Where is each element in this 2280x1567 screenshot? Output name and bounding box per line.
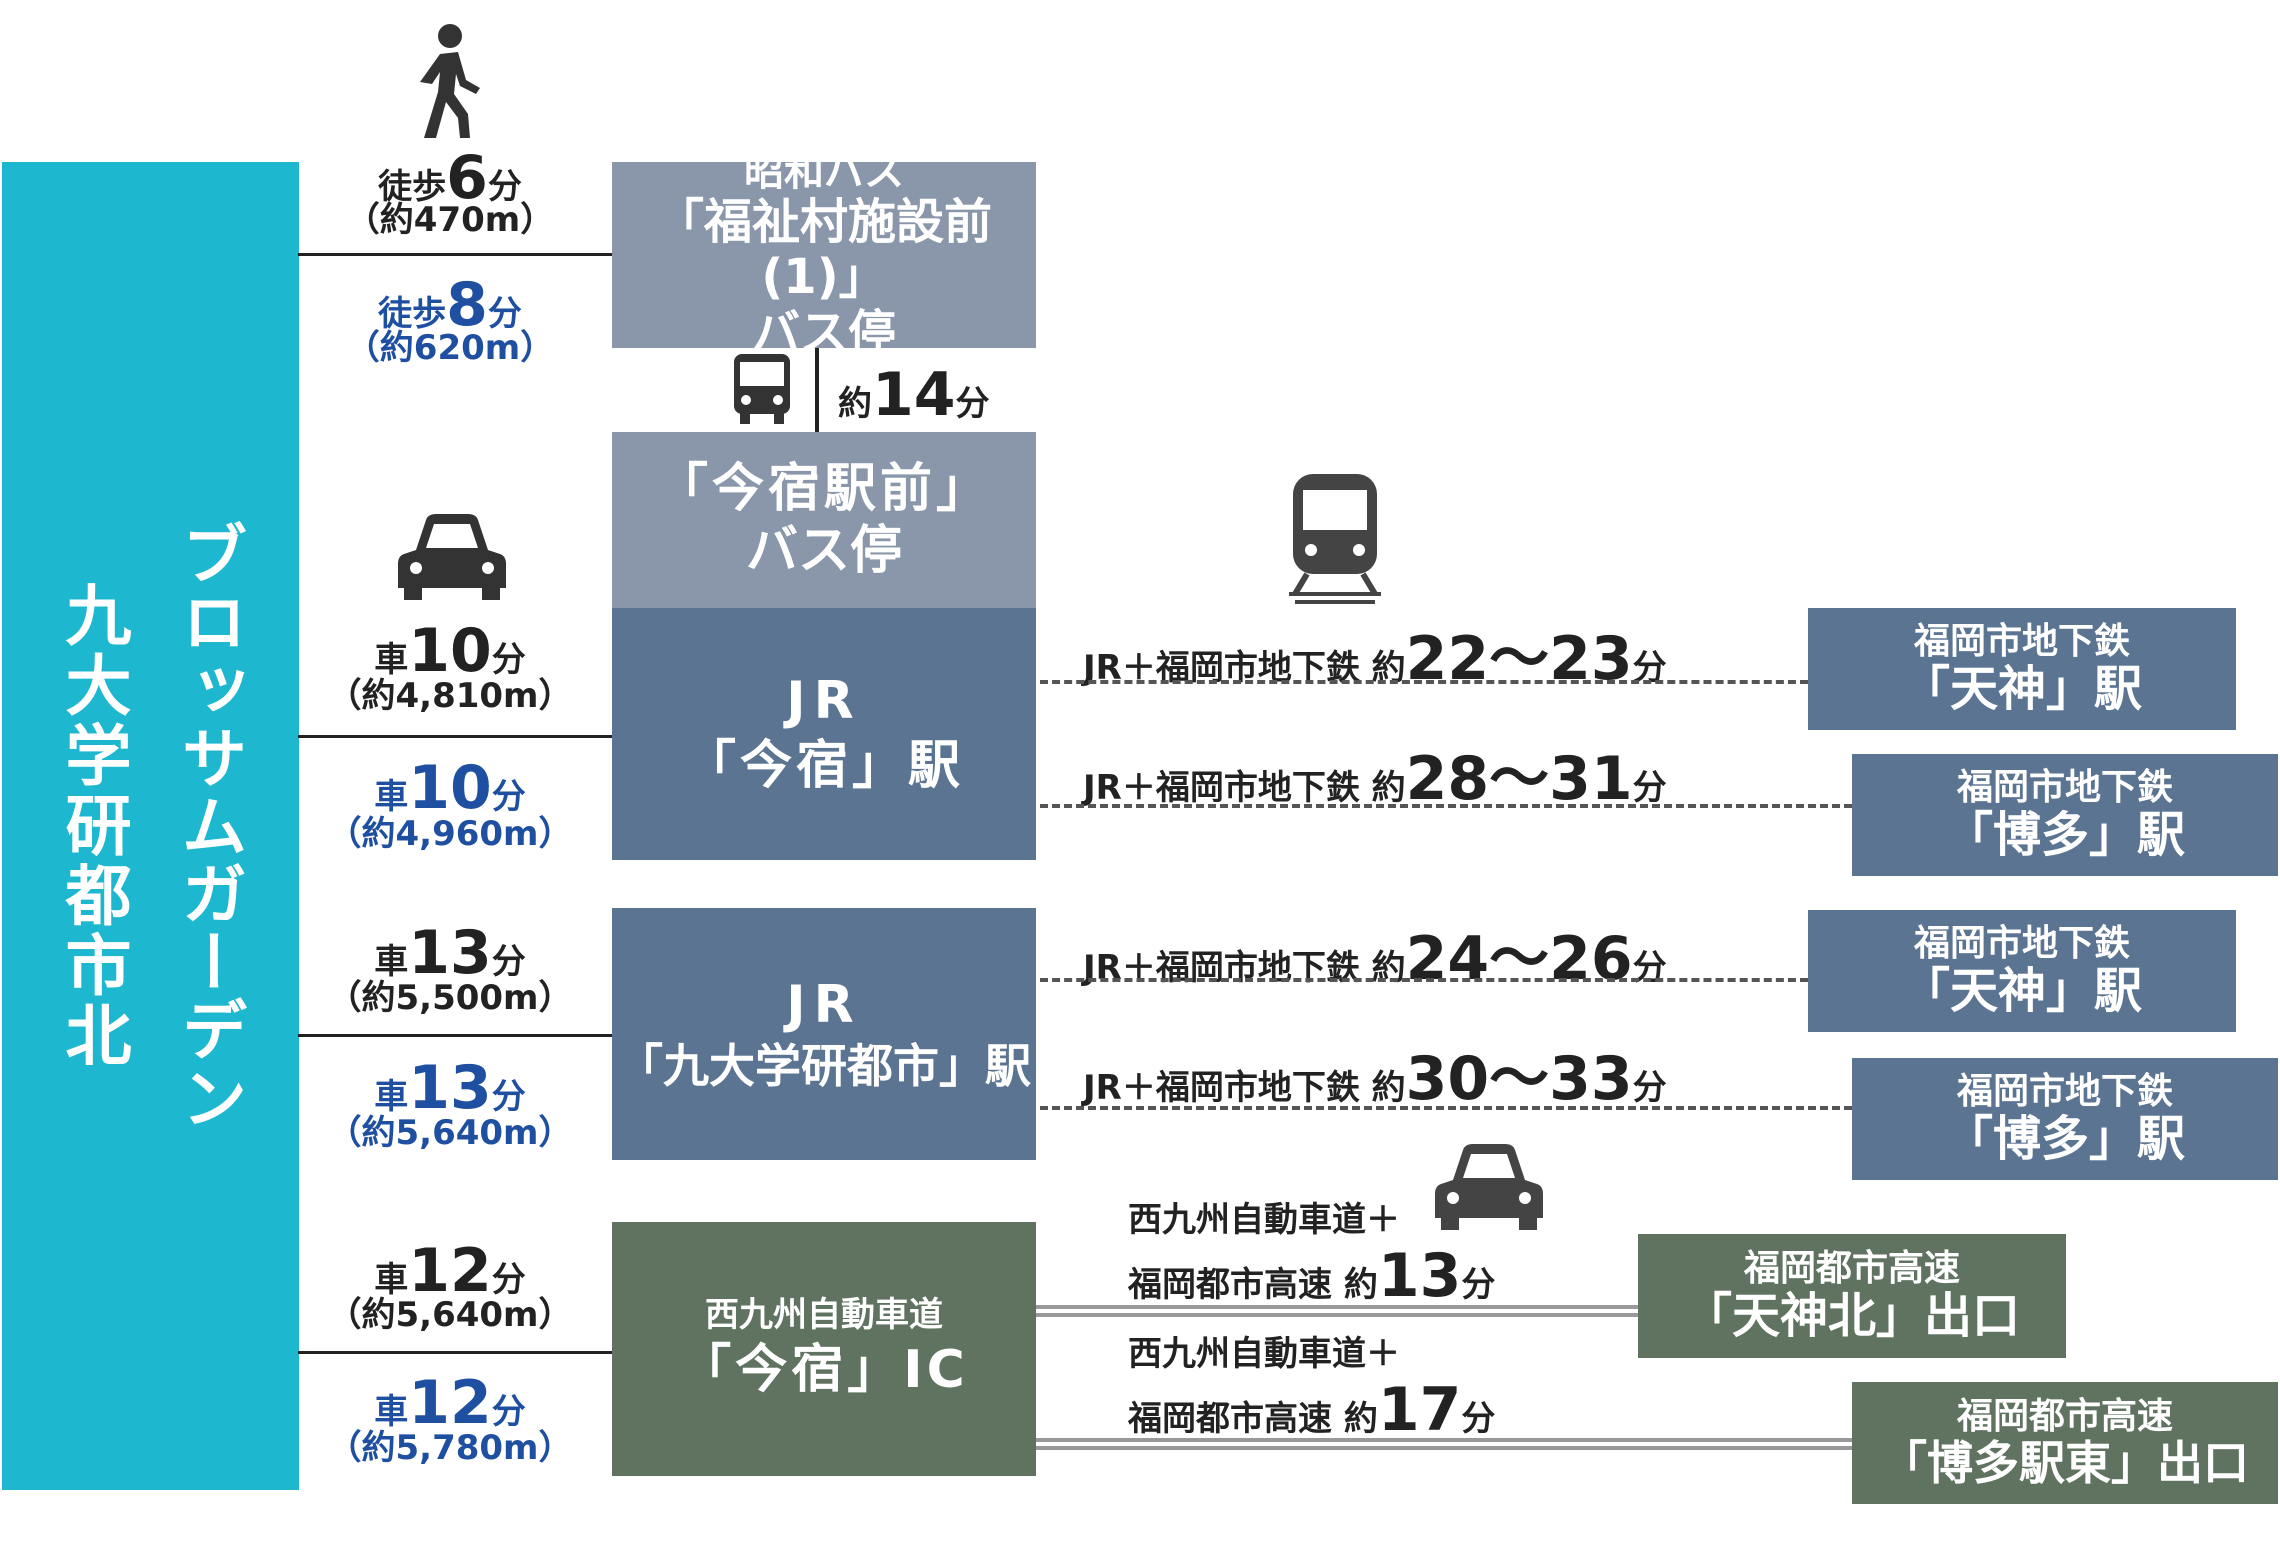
- car3-b-time: 車12分: [374, 1368, 526, 1438]
- station-name: 「九大学研都市」駅: [617, 1038, 1031, 1093]
- dest-line-label: 福岡都市高速: [1743, 1247, 1960, 1289]
- car2-b-distance: （約5,640m）: [327, 1113, 573, 1153]
- dest-subway-hakata-2: 福岡市地下鉄 「博多」駅: [1852, 1058, 2278, 1180]
- bus-ride-time: 約14分: [838, 360, 990, 430]
- bus-stop-fukushimura: 昭和バス 「福祉村施設前(1)」 バス停: [612, 149, 1036, 360]
- station-line-label: JR: [786, 974, 862, 1035]
- expressway-label: 西九州自動車道: [705, 1295, 943, 1336]
- bus-stop-name: 「福祉村施設前(1)」: [655, 194, 992, 306]
- walk-connector: [298, 253, 612, 256]
- bus-icon: [734, 354, 790, 424]
- bus-company-label: 昭和バス: [744, 149, 904, 196]
- dest-expressway-hakataeki-higashi: 福岡都市高速 「博多駅東」出口: [1852, 1382, 2278, 1504]
- dest-line-label: 福岡市地下鉄: [1956, 1070, 2173, 1112]
- route-expressway-hakataeki: 西九州自動車道＋ 福岡都市高速 約17分: [1128, 1326, 1495, 1445]
- car2-connector: [298, 1034, 612, 1037]
- car2-a-time: 車13分: [374, 918, 526, 988]
- dest-line-label: 福岡都市高速: [1956, 1395, 2173, 1437]
- bus-stop-label: バス停: [751, 304, 896, 361]
- route5-line1: 西九州自動車道＋: [1128, 1200, 1400, 1240]
- property-name: ブロッサムガーデン: [170, 520, 248, 1132]
- car2-a-distance: （約5,500m）: [327, 978, 573, 1018]
- car2-b-time: 車13分: [374, 1053, 526, 1123]
- bus-stop-name: 「今宿駅前」: [655, 458, 992, 519]
- car3-b-distance: （約5,780m）: [327, 1428, 573, 1468]
- route6-line1: 西九州自動車道＋: [1128, 1334, 1400, 1374]
- ic-name: 「今宿」IC: [679, 1340, 969, 1401]
- property-area: 九大学研都市北: [54, 581, 132, 1071]
- route1-line: [1040, 680, 1808, 684]
- car1-b-distance: （約4,960m）: [327, 814, 573, 854]
- dest-name: 「博多駅東」出口: [1881, 1436, 2249, 1491]
- walking-person-icon: [420, 24, 480, 138]
- station-jr-imajuku: JR 「今宿」駅: [612, 608, 1036, 860]
- dest-name: 「博多」駅: [1944, 1111, 2185, 1168]
- dest-expressway-tenjinkita: 福岡都市高速 「天神北」出口: [1638, 1234, 2066, 1358]
- dest-line-label: 福岡市地下鉄: [1913, 922, 2130, 964]
- car-icon: [398, 514, 506, 600]
- car3-connector: [298, 1351, 612, 1354]
- car1-a-time: 車10分: [374, 616, 526, 686]
- walk-b-time: 徒歩8分: [378, 270, 522, 340]
- train-icon: [1289, 474, 1381, 604]
- station-name: 「今宿」駅: [683, 736, 964, 796]
- property-bar: ブロッサムガーデン 九大学研都市北: [2, 162, 299, 1490]
- dest-name: 「天神」駅: [1901, 963, 2142, 1020]
- station-line-label: JR: [786, 671, 862, 731]
- dest-line-label: 福岡市地下鉄: [1913, 620, 2130, 662]
- route-jr-imajuku-hakata: JR＋福岡市地下鉄 約28〜31分: [1083, 744, 1667, 814]
- car1-a-distance: （約4,810m）: [327, 676, 573, 716]
- dest-name: 「天神」駅: [1901, 661, 2142, 718]
- route-expressway-tenjinkita: 西九州自動車道＋ 福岡都市高速 約13分: [1128, 1192, 1495, 1311]
- walk-b-distance: （約620m）: [345, 328, 555, 368]
- car-icon-expressway: [1435, 1144, 1543, 1230]
- station-jr-kyudai-gakkentoshi: JR 「九大学研都市」駅: [612, 908, 1036, 1160]
- route5-line: [1036, 1305, 1638, 1317]
- dest-subway-tenjin-2: 福岡市地下鉄 「天神」駅: [1808, 910, 2236, 1032]
- car1-b-time: 車10分: [374, 753, 526, 823]
- route-jr-kyudai-tenjin: JR＋福岡市地下鉄 約24〜26分: [1083, 924, 1667, 994]
- dest-subway-hakata-1: 福岡市地下鉄 「博多」駅: [1852, 754, 2278, 876]
- route2-line: [1040, 804, 1852, 808]
- bus-vertical-connector: [815, 348, 819, 432]
- walk-a-distance: （約470m）: [345, 200, 555, 240]
- bus-stop-imajuku-ekimae: 「今宿駅前」 バス停: [612, 432, 1036, 608]
- car1-connector: [298, 735, 612, 738]
- route-jr-kyudai-hakata: JR＋福岡市地下鉄 約30〜33分: [1083, 1044, 1667, 1114]
- ic-imajuku: 西九州自動車道 「今宿」IC: [612, 1222, 1036, 1476]
- walk-a-time: 徒歩6分: [378, 143, 522, 213]
- dest-subway-tenjin-1: 福岡市地下鉄 「天神」駅: [1808, 608, 2236, 730]
- route3-line: [1040, 978, 1808, 982]
- dest-name: 「博多」駅: [1944, 807, 2185, 864]
- car3-a-distance: （約5,640m）: [327, 1295, 573, 1335]
- route6-line: [1036, 1438, 1852, 1450]
- car3-a-time: 車12分: [374, 1236, 526, 1306]
- dest-line-label: 福岡市地下鉄: [1956, 766, 2173, 808]
- route4-line: [1040, 1106, 1852, 1110]
- dest-name: 「天神北」出口: [1683, 1288, 2020, 1345]
- bus-stop-label: バス停: [745, 521, 902, 581]
